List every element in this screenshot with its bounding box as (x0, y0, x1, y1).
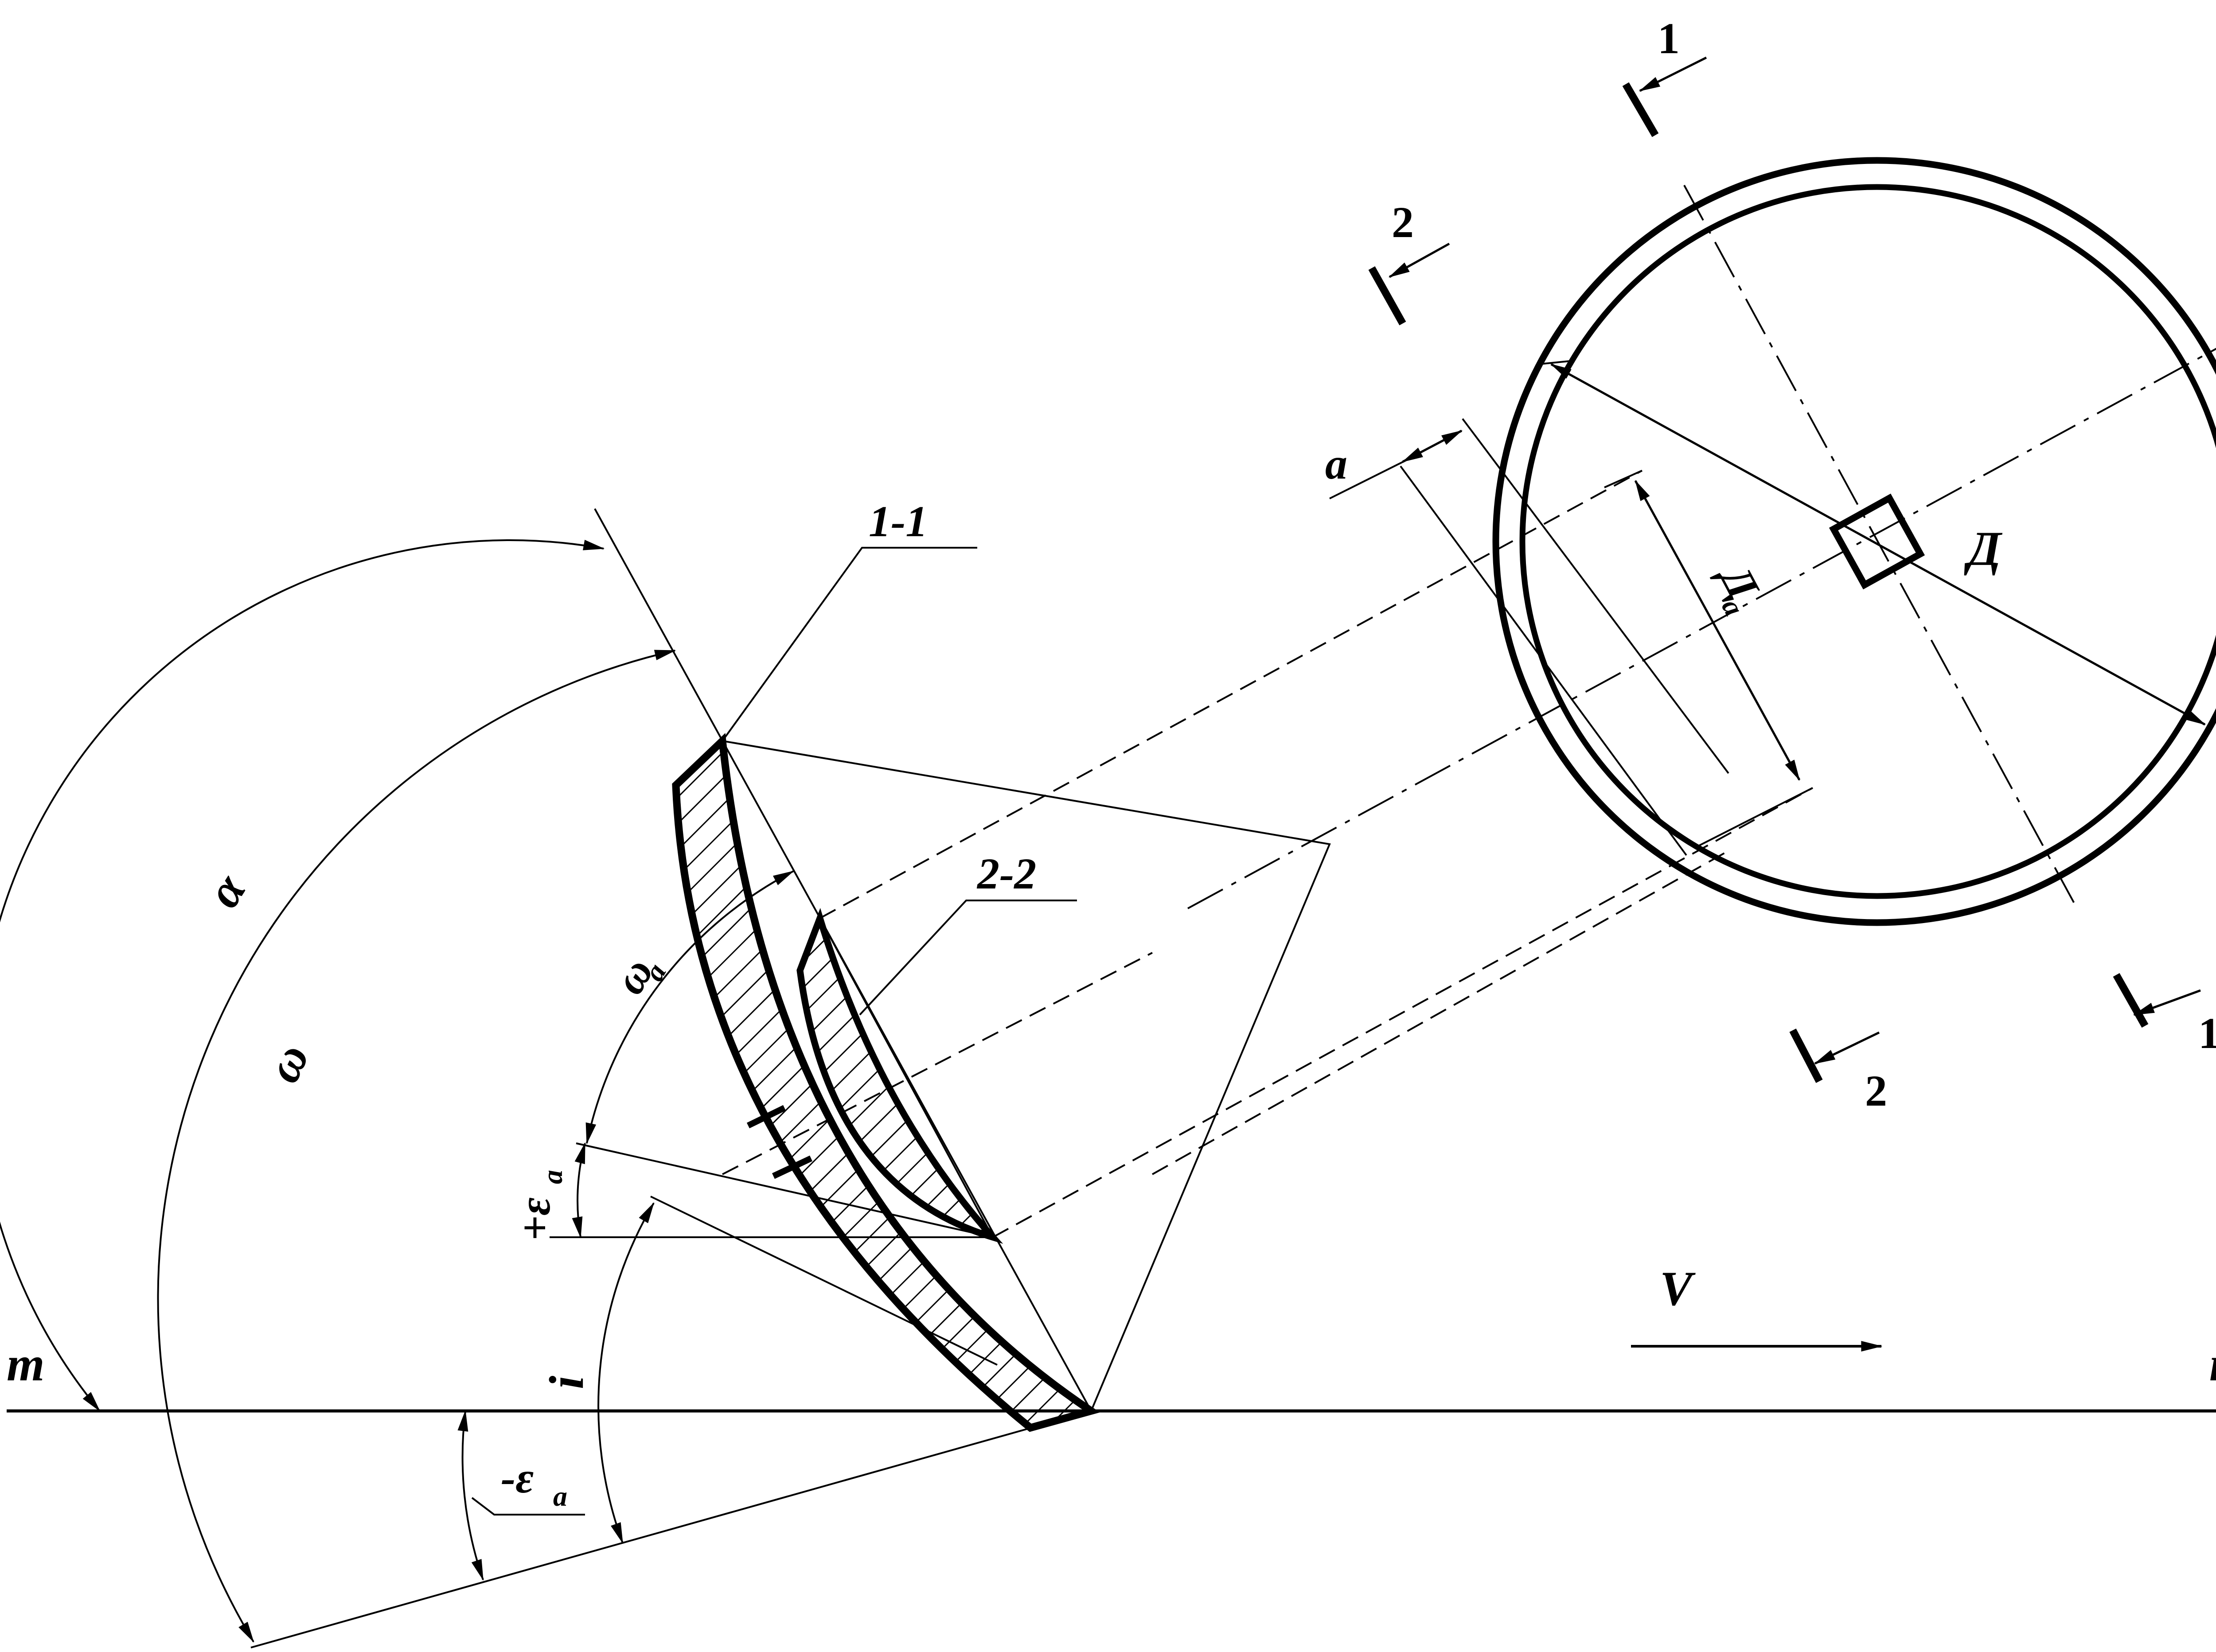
label-dim-a: a (1325, 439, 1347, 488)
label-alpha: α (196, 864, 257, 916)
label-dim-Da: Д a (1709, 554, 1770, 621)
leader-1-1 (722, 547, 977, 742)
cone-inner-line (819, 918, 994, 1238)
label-section-1-1: 1-1 (869, 497, 928, 546)
blade-section-2-2 (796, 908, 1003, 1244)
dim-Da-ext-2 (1697, 787, 1813, 847)
dim-Da-ext-1 (1604, 470, 1642, 488)
label-omega-a: ω a (604, 950, 672, 1002)
leader-2-2 (859, 900, 1077, 1016)
dim-a-line (1401, 429, 1463, 463)
label-cut1-top: 1 (1658, 14, 1680, 63)
projection-line-2 (992, 787, 1813, 1238)
arc-omega (157, 650, 676, 1643)
cut1-bottom-arrow (2133, 989, 2201, 1016)
svg-text:a: a (553, 1481, 567, 1512)
cut2-bottom-mark (1789, 1029, 1823, 1083)
lower-ray-line (250, 1410, 1092, 1648)
label-eps-neg: -ε a (501, 1453, 567, 1512)
svg-text:-ε: -ε (501, 1453, 534, 1502)
cut2-top-mark (1368, 266, 1406, 326)
dim-Da-line (1634, 479, 1801, 781)
cut2-top-arrow (1388, 242, 1450, 278)
label-eps-pos: +ε a (510, 1170, 568, 1241)
cut1-top-mark (1622, 82, 1659, 137)
label-section-2-2: 2-2 (976, 849, 1036, 898)
leader-eps-neg (471, 1497, 585, 1516)
label-i: i (539, 1375, 593, 1389)
dim-a-ext-1 (1400, 465, 1687, 856)
cone-outline (722, 740, 1331, 1411)
dim-a-ext-3 (1329, 456, 1414, 499)
svg-text:+ε: +ε (510, 1197, 559, 1241)
projection-line-4 (1152, 850, 1729, 1175)
cut1-top-arrow (1639, 56, 1707, 92)
svg-text:a: a (537, 1170, 568, 1184)
center-line-2 (1187, 347, 2216, 909)
arc-alpha (0, 539, 605, 1412)
arc-eps-pos (572, 1142, 586, 1239)
blade-cut-mark-2 (772, 1155, 812, 1179)
dim-D-line (1550, 363, 2206, 726)
label-cut2-top: 2 (1392, 198, 1414, 247)
outer-circle (1492, 157, 2216, 926)
cut2-bottom-arrow (1814, 1031, 1880, 1065)
label-cut2-bottom: 2 (1865, 1066, 1887, 1115)
label-omega: ω (255, 1035, 319, 1090)
arc-i (597, 1202, 655, 1544)
label-cut1-bottom: 1 (2198, 1009, 2216, 1058)
label-m-right: m (2209, 1337, 2216, 1391)
label-dim-D: Д (1964, 522, 2003, 576)
label-velocity: V (1660, 1262, 1696, 1316)
cut1-bottom-mark (2113, 973, 2149, 1028)
dim-a-ext-2 (1462, 418, 1729, 774)
inner-circle (1519, 184, 2216, 899)
label-m-left: m (7, 1337, 45, 1391)
dim-D-tick-1 (1537, 360, 1569, 365)
projection-line-1 (819, 470, 1642, 919)
arc-omega-a (585, 870, 795, 1145)
arc-eps-neg (457, 1410, 484, 1581)
